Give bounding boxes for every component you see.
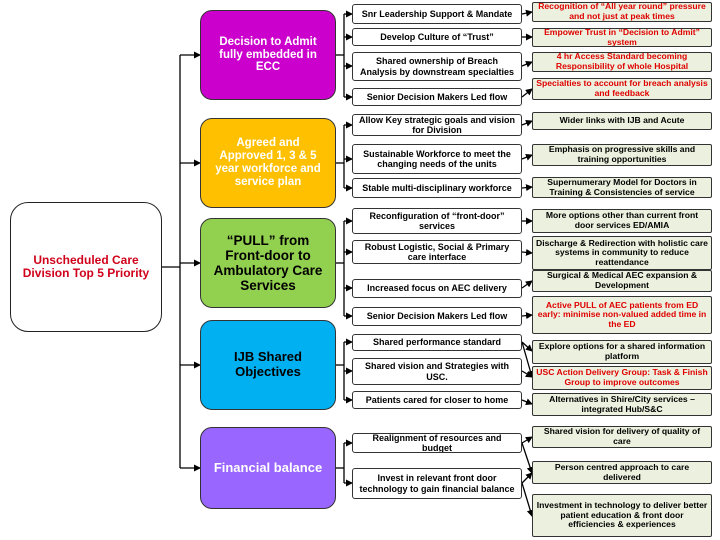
outcome-node: Shared vision for delivery of quality of… (532, 426, 712, 448)
action-node: Sustainable Workforce to meet the changi… (352, 144, 522, 174)
action-node: Senior Decision Makers Led flow (352, 88, 522, 106)
priority-financial-balance: Financial balance (200, 427, 336, 509)
priority-ijb-shared-objectives: IJB Shared Objectives (200, 320, 336, 410)
outcome-node: 4 hr Access Standard becoming Responsibi… (532, 52, 712, 72)
outcome-node: Alternatives in Shire/City services – in… (532, 393, 712, 416)
outcome-node: Wider links with IJB and Acute (532, 112, 712, 130)
outcome-node: Specialties to account for breach analys… (532, 78, 712, 100)
action-node: Shared ownership of Breach Analysis by d… (352, 52, 522, 81)
action-node: Stable multi-disciplinary workforce (352, 178, 522, 198)
action-node: Reconfiguration of “front-door” services (352, 208, 522, 234)
outcome-node: Investment in technology to deliver bett… (532, 494, 712, 537)
outcome-node: Explore options for a shared information… (532, 340, 712, 364)
action-node: Invest in relevant front door technology… (352, 468, 522, 499)
action-node: Realignment of resources and budget (352, 433, 522, 453)
outcome-node: Surgical & Medical AEC expansion & Devel… (532, 270, 712, 292)
outcome-node: Supernumerary Model for Doctors in Train… (532, 177, 712, 198)
action-node: Robust Logistic, Social & Primary care i… (352, 240, 522, 264)
action-node: Snr Leadership Support & Mandate (352, 4, 522, 24)
action-node: Patients cared for closer to home (352, 391, 522, 409)
root-node: Unscheduled Care Division Top 5 Priority (10, 202, 162, 332)
outcome-node: More options other than current front do… (532, 209, 712, 233)
outcome-node: Person centred approach to care delivere… (532, 461, 712, 484)
outcome-node: Discharge & Redirection with holistic ca… (532, 236, 712, 270)
action-node: Shared vision and Strategies with USC. (352, 358, 522, 385)
outcome-node: Empower Trust in “Decision to Admit” sys… (532, 28, 712, 47)
outcome-node: Emphasis on progressive skills and train… (532, 144, 712, 166)
action-node: Increased focus on AEC delivery (352, 279, 522, 298)
action-node: Develop Culture of “Trust” (352, 28, 522, 46)
action-node: Allow Key strategic goals and vision for… (352, 114, 522, 136)
priority-decision-to-admit: Decision to Admit fully embedded in ECC (200, 10, 336, 100)
action-node: Shared performance standard (352, 334, 522, 351)
outcome-node: USC Action Delivery Group: Task & Finish… (532, 366, 712, 390)
priority-pull-front-door: “PULL” from Front-door to Ambulatory Car… (200, 218, 336, 308)
outcome-node: Active PULL of AEC patients from ED earl… (532, 296, 712, 334)
priority-workforce-plan: Agreed and Approved 1, 3 & 5 year workfo… (200, 118, 336, 208)
action-node: Senior Decision Makers Led flow (352, 307, 522, 326)
outcome-node: Recognition of “All year round” pressure… (532, 2, 712, 22)
